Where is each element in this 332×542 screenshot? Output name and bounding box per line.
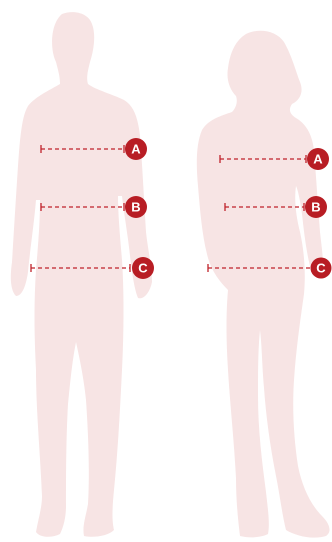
marker-label-b: B bbox=[131, 200, 140, 215]
female-marker-a: A bbox=[307, 148, 329, 170]
marker-label-b: B bbox=[311, 200, 320, 215]
male-silhouette bbox=[11, 12, 152, 537]
female-silhouette bbox=[197, 31, 330, 538]
female-marker-c: C bbox=[311, 258, 332, 279]
marker-label-a: A bbox=[313, 152, 323, 167]
male-marker-b: B bbox=[125, 196, 147, 218]
male-marker-c: C bbox=[132, 257, 154, 279]
male-marker-a: A bbox=[125, 138, 147, 160]
female-marker-b: B bbox=[305, 196, 327, 218]
marker-label-c: C bbox=[138, 261, 148, 276]
marker-label-c: C bbox=[316, 261, 326, 276]
marker-label-a: A bbox=[131, 142, 141, 157]
